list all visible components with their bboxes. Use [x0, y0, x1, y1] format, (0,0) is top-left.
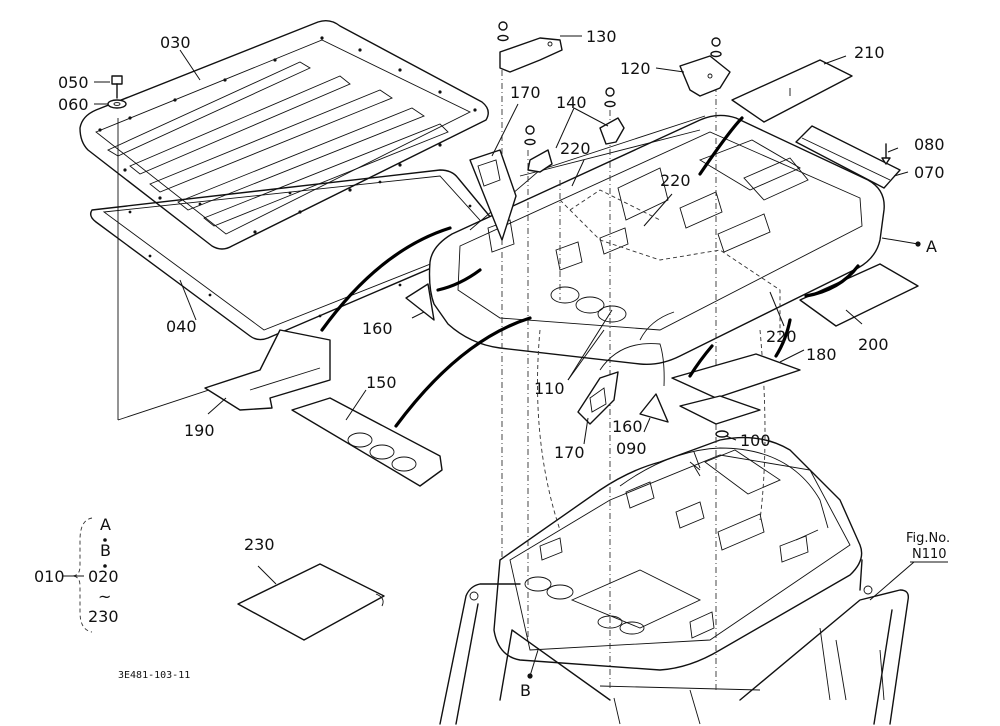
assembly-includes-b: B	[100, 541, 111, 560]
callout-160-b: 160	[612, 417, 643, 436]
part-130-bracket	[499, 37, 563, 73]
ref-dot-a	[915, 241, 921, 247]
callout-090: 090	[616, 439, 647, 458]
leader-lines	[94, 35, 948, 677]
callout-100: 100	[740, 431, 771, 450]
part-080-screw	[881, 143, 891, 165]
callout-210: 210	[854, 43, 885, 62]
part-050-bolt	[111, 75, 123, 99]
callout-170-b: 170	[554, 443, 585, 462]
part-100-clamp	[715, 430, 729, 438]
callout-140: 140	[556, 93, 587, 112]
part-210-pad	[731, 59, 853, 123]
ref-letter-a: A	[926, 237, 937, 256]
cabin-frame	[439, 559, 910, 725]
callout-190: 190	[184, 421, 215, 440]
part-190-panel	[204, 329, 331, 411]
assembly-range-start: 020	[88, 567, 119, 586]
figure-ref-line2: N110	[912, 547, 947, 562]
assembly-includes-a: A	[100, 515, 111, 534]
callout-150: 150	[366, 373, 397, 392]
callout-080: 080	[914, 135, 945, 154]
ref-letter-b: B	[520, 681, 531, 700]
part-060-washer	[107, 99, 127, 109]
callout-160-a: 160	[362, 319, 393, 338]
part-170-holder	[469, 149, 619, 425]
assembly-range-end: 230	[88, 607, 119, 626]
assembly-legend: A B 010 020 ~ 230	[34, 515, 119, 633]
callout-130: 130	[586, 27, 617, 46]
part-090-clip	[689, 461, 701, 477]
nut-stack-130	[497, 21, 509, 42]
part-180-mat	[671, 353, 801, 425]
callout-050: 050	[58, 73, 89, 92]
assembly-number: 010	[34, 567, 65, 586]
callout-220-a: 220	[560, 139, 591, 158]
callout-040: 040	[166, 317, 197, 336]
figure-ref-line1: Fig.No.	[906, 531, 950, 546]
part-070-plate	[795, 125, 901, 189]
part-120-bracket	[679, 55, 731, 97]
part-200-mat	[799, 263, 919, 327]
callout-030: 030	[160, 33, 191, 52]
part-030-roof-panel	[79, 19, 489, 250]
callout-230: 230	[244, 535, 275, 554]
callout-060: 060	[58, 95, 89, 114]
drawing-code: 3E481-103-11	[118, 670, 190, 681]
callout-170-a: 170	[510, 83, 541, 102]
nut-stack-140	[524, 87, 616, 146]
part-040-gasket	[89, 169, 507, 341]
callout-220-c: 220	[766, 327, 797, 346]
part-160-wedge	[405, 283, 669, 423]
callout-110: 110	[534, 379, 565, 398]
part-140-bracket	[527, 117, 625, 173]
callout-200: 200	[858, 335, 889, 354]
figure-reference: Fig.No. N110	[906, 531, 950, 562]
nut-stack-120	[710, 37, 722, 58]
ref-dot-b	[527, 673, 533, 679]
part-150-panel	[291, 397, 443, 487]
callout-220-b: 220	[660, 171, 691, 190]
callout-120: 120	[620, 59, 651, 78]
assembly-range-sep: ~	[98, 587, 111, 606]
part-230-sheet	[237, 563, 385, 641]
wire-routing-lines	[320, 116, 860, 428]
roof-lower-shell	[493, 436, 863, 671]
callout-070: 070	[914, 163, 945, 182]
callout-180: 180	[806, 345, 837, 364]
